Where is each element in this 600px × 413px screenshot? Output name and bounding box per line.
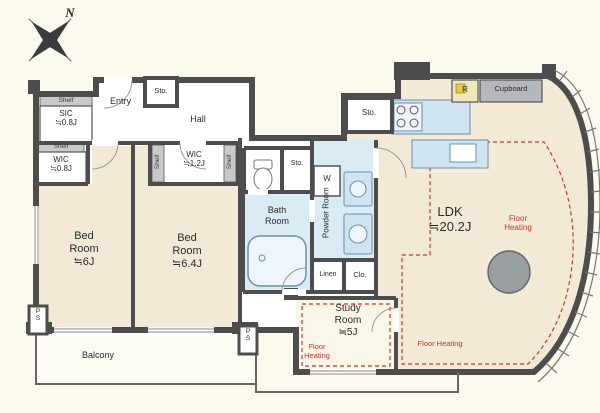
shelf-strip-sic bbox=[39, 95, 93, 107]
balcony-floor bbox=[36, 330, 256, 384]
bathtub-icon bbox=[247, 235, 307, 287]
sic-box bbox=[39, 105, 93, 143]
bedroom2-floor bbox=[133, 146, 240, 330]
washer-box bbox=[313, 165, 341, 197]
balcony-outline bbox=[35, 330, 459, 393]
bedroom1-floor bbox=[36, 146, 133, 330]
door-openings bbox=[92, 77, 399, 332]
dining-table-icon bbox=[487, 250, 531, 294]
floor-heating-outline-study bbox=[301, 303, 391, 367]
ldk-floor bbox=[344, 78, 591, 372]
door-swing-arcs bbox=[91, 79, 407, 333]
pipe-space-box-1 bbox=[27, 304, 49, 336]
outer-walls bbox=[33, 73, 595, 375]
shelf-strip-wic2-left bbox=[151, 144, 165, 183]
compass-icon bbox=[28, 18, 72, 62]
study-floor bbox=[296, 298, 396, 372]
toilet-icon bbox=[253, 159, 273, 191]
sink-icon bbox=[449, 143, 477, 163]
wic1-box bbox=[35, 151, 87, 185]
floor-heating-outline-ldk bbox=[401, 141, 574, 365]
windows bbox=[33, 206, 376, 375]
cupboard-box bbox=[479, 79, 543, 103]
refrigerator-inner-icon bbox=[455, 83, 466, 94]
storage-ldk-box bbox=[344, 96, 394, 134]
shelf-strip-wic2-right bbox=[223, 144, 237, 183]
storage-entry-box bbox=[143, 76, 179, 108]
pipe-space-box-2 bbox=[237, 324, 259, 356]
stove-icon bbox=[393, 102, 423, 132]
vanity-icon bbox=[343, 171, 373, 255]
